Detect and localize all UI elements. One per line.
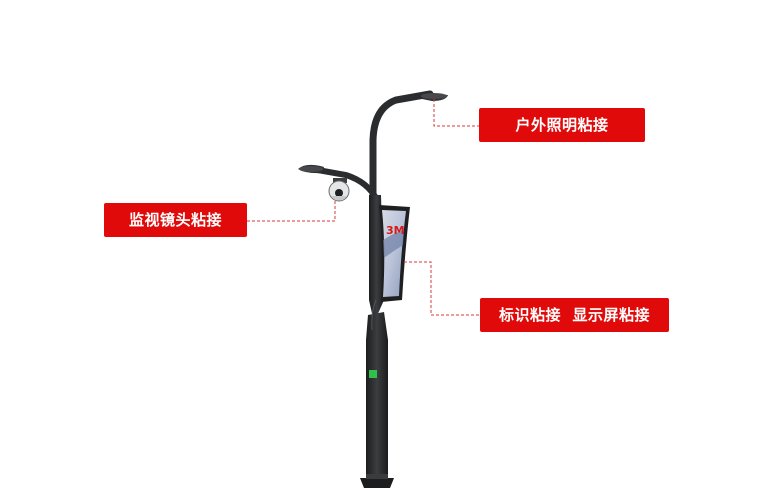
upper-lamp-arm bbox=[369, 90, 434, 204]
pole-base bbox=[360, 478, 394, 488]
leader-outdoor-lighting bbox=[433, 99, 479, 127]
leader-camera bbox=[247, 201, 336, 222]
pole-lower bbox=[366, 312, 388, 480]
outdoor-lighting-label: 户外照明粘接 bbox=[479, 108, 645, 142]
pole-upper bbox=[369, 195, 384, 318]
status-indicator bbox=[369, 370, 377, 378]
sign-display-label: 标识粘接 显示屏粘接 bbox=[480, 298, 669, 332]
camera-label: 监视镜头粘接 bbox=[104, 203, 247, 237]
sign-logo: 3M bbox=[386, 224, 405, 237]
surveillance-camera bbox=[328, 178, 350, 202]
leader-sign-display bbox=[404, 261, 480, 316]
